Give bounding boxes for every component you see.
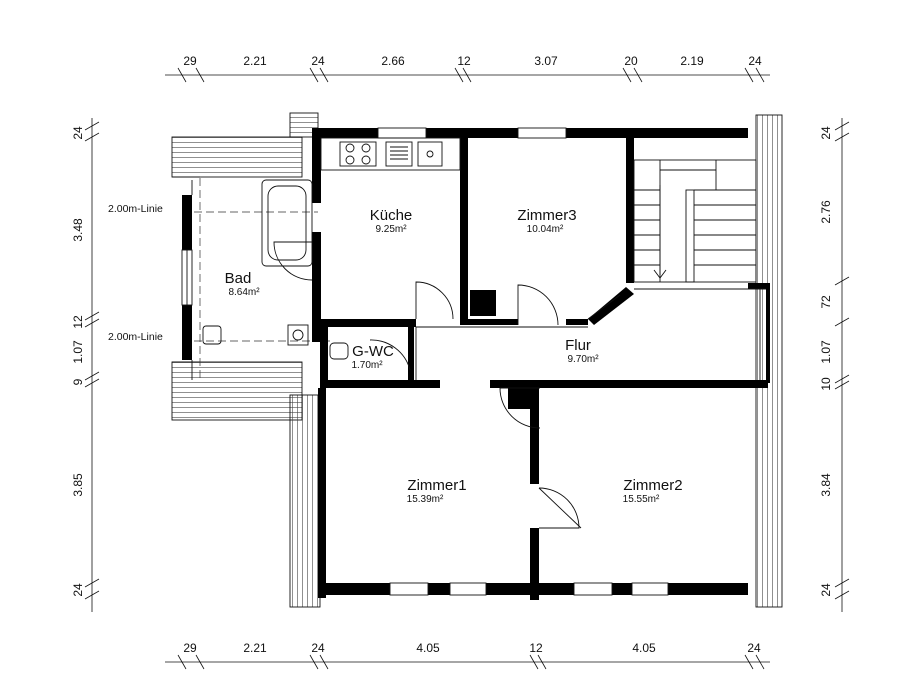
- dim-right-label: 24: [819, 583, 833, 597]
- dim-bottom-label: 29: [183, 641, 197, 655]
- two-meter-line-label-top: 2.00m-Linie: [108, 203, 163, 215]
- dim-left-label: 1.07: [71, 340, 85, 364]
- dim-right-label: 2.76: [819, 200, 833, 224]
- dim-top-label: 29: [183, 54, 197, 68]
- dim-bottom-label: 24: [747, 641, 761, 655]
- dim-left-label: 9: [71, 378, 85, 386]
- dim-right-label: 3.84: [819, 473, 833, 497]
- room-name-kueche: Küche: [369, 207, 413, 224]
- dim-top-label: 20: [624, 54, 638, 68]
- dim-top-label: 2.19: [680, 54, 704, 68]
- dim-right-label: 24: [819, 126, 833, 140]
- room-name-zimmer2: Zimmer2: [623, 477, 683, 494]
- thin-lines: [181, 127, 766, 596]
- room-area-zimmer3: 10.04m²: [526, 224, 564, 235]
- dim-bottom-label: 24: [311, 641, 325, 655]
- dim-bottom-label: 4.05: [632, 641, 656, 655]
- dim-bottom-label: 12: [529, 641, 543, 655]
- dim-right-label: 72: [819, 295, 833, 309]
- dim-top-label: 24: [311, 54, 325, 68]
- dim-left-label: 3.48: [71, 218, 85, 242]
- room-name-gwc: G-WC: [352, 343, 394, 360]
- room-name-flur: Flur: [565, 337, 591, 354]
- dim-left-label: 3.85: [71, 473, 85, 497]
- dim-top-label: 12: [457, 54, 471, 68]
- walls: [182, 128, 770, 600]
- roof-slopes: [171, 112, 783, 608]
- dimension-line-left: [84, 118, 100, 612]
- room-area-gwc: 1.70m²: [351, 360, 383, 371]
- room-area-kueche: 9.25m²: [375, 224, 407, 235]
- room-name-zimmer1: Zimmer1: [407, 477, 467, 494]
- room-name-bad: Bad: [224, 270, 252, 287]
- dim-bottom-label: 4.05: [416, 641, 440, 655]
- dim-bottom-label: 2.21: [243, 641, 267, 655]
- room-name-zimmer3: Zimmer3: [517, 207, 577, 224]
- two-meter-line-label-bottom: 2.00m-Linie: [108, 331, 163, 343]
- dimension-line-bottom: [165, 654, 770, 670]
- room-area-zimmer2: 15.55m²: [622, 494, 660, 505]
- dim-left-label: 12: [71, 315, 85, 329]
- dim-top-label: 3.07: [534, 54, 558, 68]
- dim-top-label: 24: [748, 54, 762, 68]
- dim-top-label: 2.66: [381, 54, 405, 68]
- dimension-ticks-top: [177, 67, 765, 83]
- dim-right-label: 1.07: [819, 340, 833, 364]
- dimension-line-top: [165, 67, 770, 83]
- dim-left-label: 24: [71, 583, 85, 597]
- room-area-zimmer1: 15.39m²: [406, 494, 444, 505]
- dim-left-label: 24: [71, 126, 85, 140]
- dim-right-label: 10: [819, 377, 833, 391]
- dimension-line-right: [834, 118, 850, 612]
- room-area-flur: 9.70m²: [567, 354, 599, 365]
- room-area-bad: 8.64m²: [228, 287, 260, 298]
- dim-top-label: 2.21: [243, 54, 267, 68]
- two-meter-lines: [182, 178, 330, 380]
